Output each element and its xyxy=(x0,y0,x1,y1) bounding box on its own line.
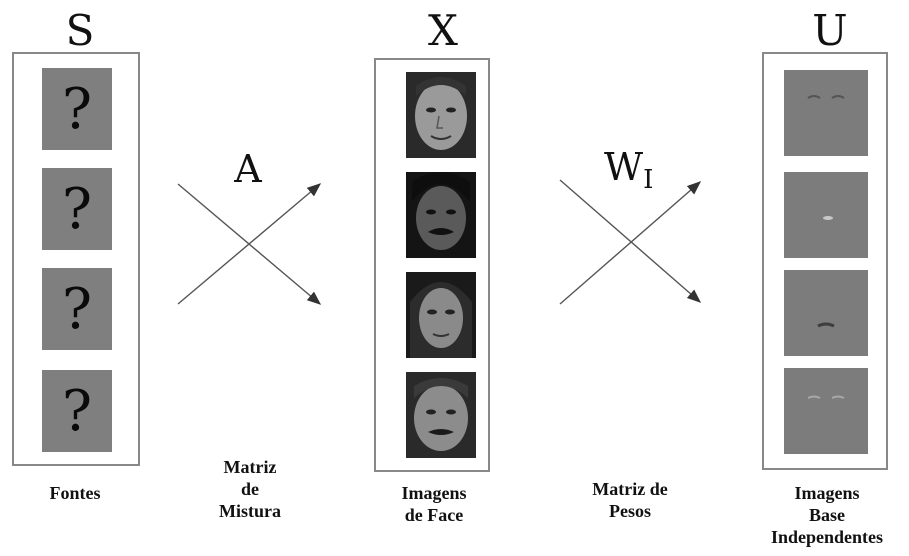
basis-caption: Imagens Base Independentes xyxy=(770,483,884,547)
face-image xyxy=(406,372,476,458)
unknown-source-tile: ? xyxy=(42,370,112,452)
mixing-matrix-caption: Matriz de Mistura xyxy=(219,457,281,521)
unknown-source-tile: ? xyxy=(42,268,112,350)
faces-box xyxy=(374,58,490,472)
face-image xyxy=(406,272,476,358)
basis-image xyxy=(784,368,868,454)
weight-matrix-caption: Matriz de Pesos xyxy=(592,479,668,521)
mixing-arrows xyxy=(177,183,322,305)
basis-image xyxy=(784,270,868,356)
question-mark-icon: ? xyxy=(61,378,93,444)
arrow-down-right xyxy=(177,183,322,305)
question-mark-icon: ? xyxy=(61,276,93,342)
basis-letter: U xyxy=(812,6,848,55)
basis-image xyxy=(784,172,868,258)
basis-box xyxy=(762,52,888,470)
faces-caption: Imagens de Face xyxy=(401,483,467,525)
unknown-source-tile: ? xyxy=(42,68,112,150)
weight-matrix-label: WI xyxy=(604,145,654,195)
question-mark-icon: ? xyxy=(61,176,93,242)
unmixing-arrows xyxy=(559,179,702,305)
sources-caption: Fontes xyxy=(49,483,101,503)
arrow-up-right xyxy=(559,181,702,305)
face-image xyxy=(406,72,476,158)
sources-box: ? ? ? ? xyxy=(12,52,140,466)
basis-image xyxy=(784,70,868,156)
arrow-down-right xyxy=(559,179,702,303)
faces-letter: X xyxy=(428,6,458,55)
question-mark-icon: ? xyxy=(61,76,93,142)
sources-letter: S xyxy=(65,6,95,55)
unknown-source-tile: ? xyxy=(42,168,112,250)
mixing-matrix-label: A xyxy=(234,147,262,191)
face-image xyxy=(406,172,476,258)
